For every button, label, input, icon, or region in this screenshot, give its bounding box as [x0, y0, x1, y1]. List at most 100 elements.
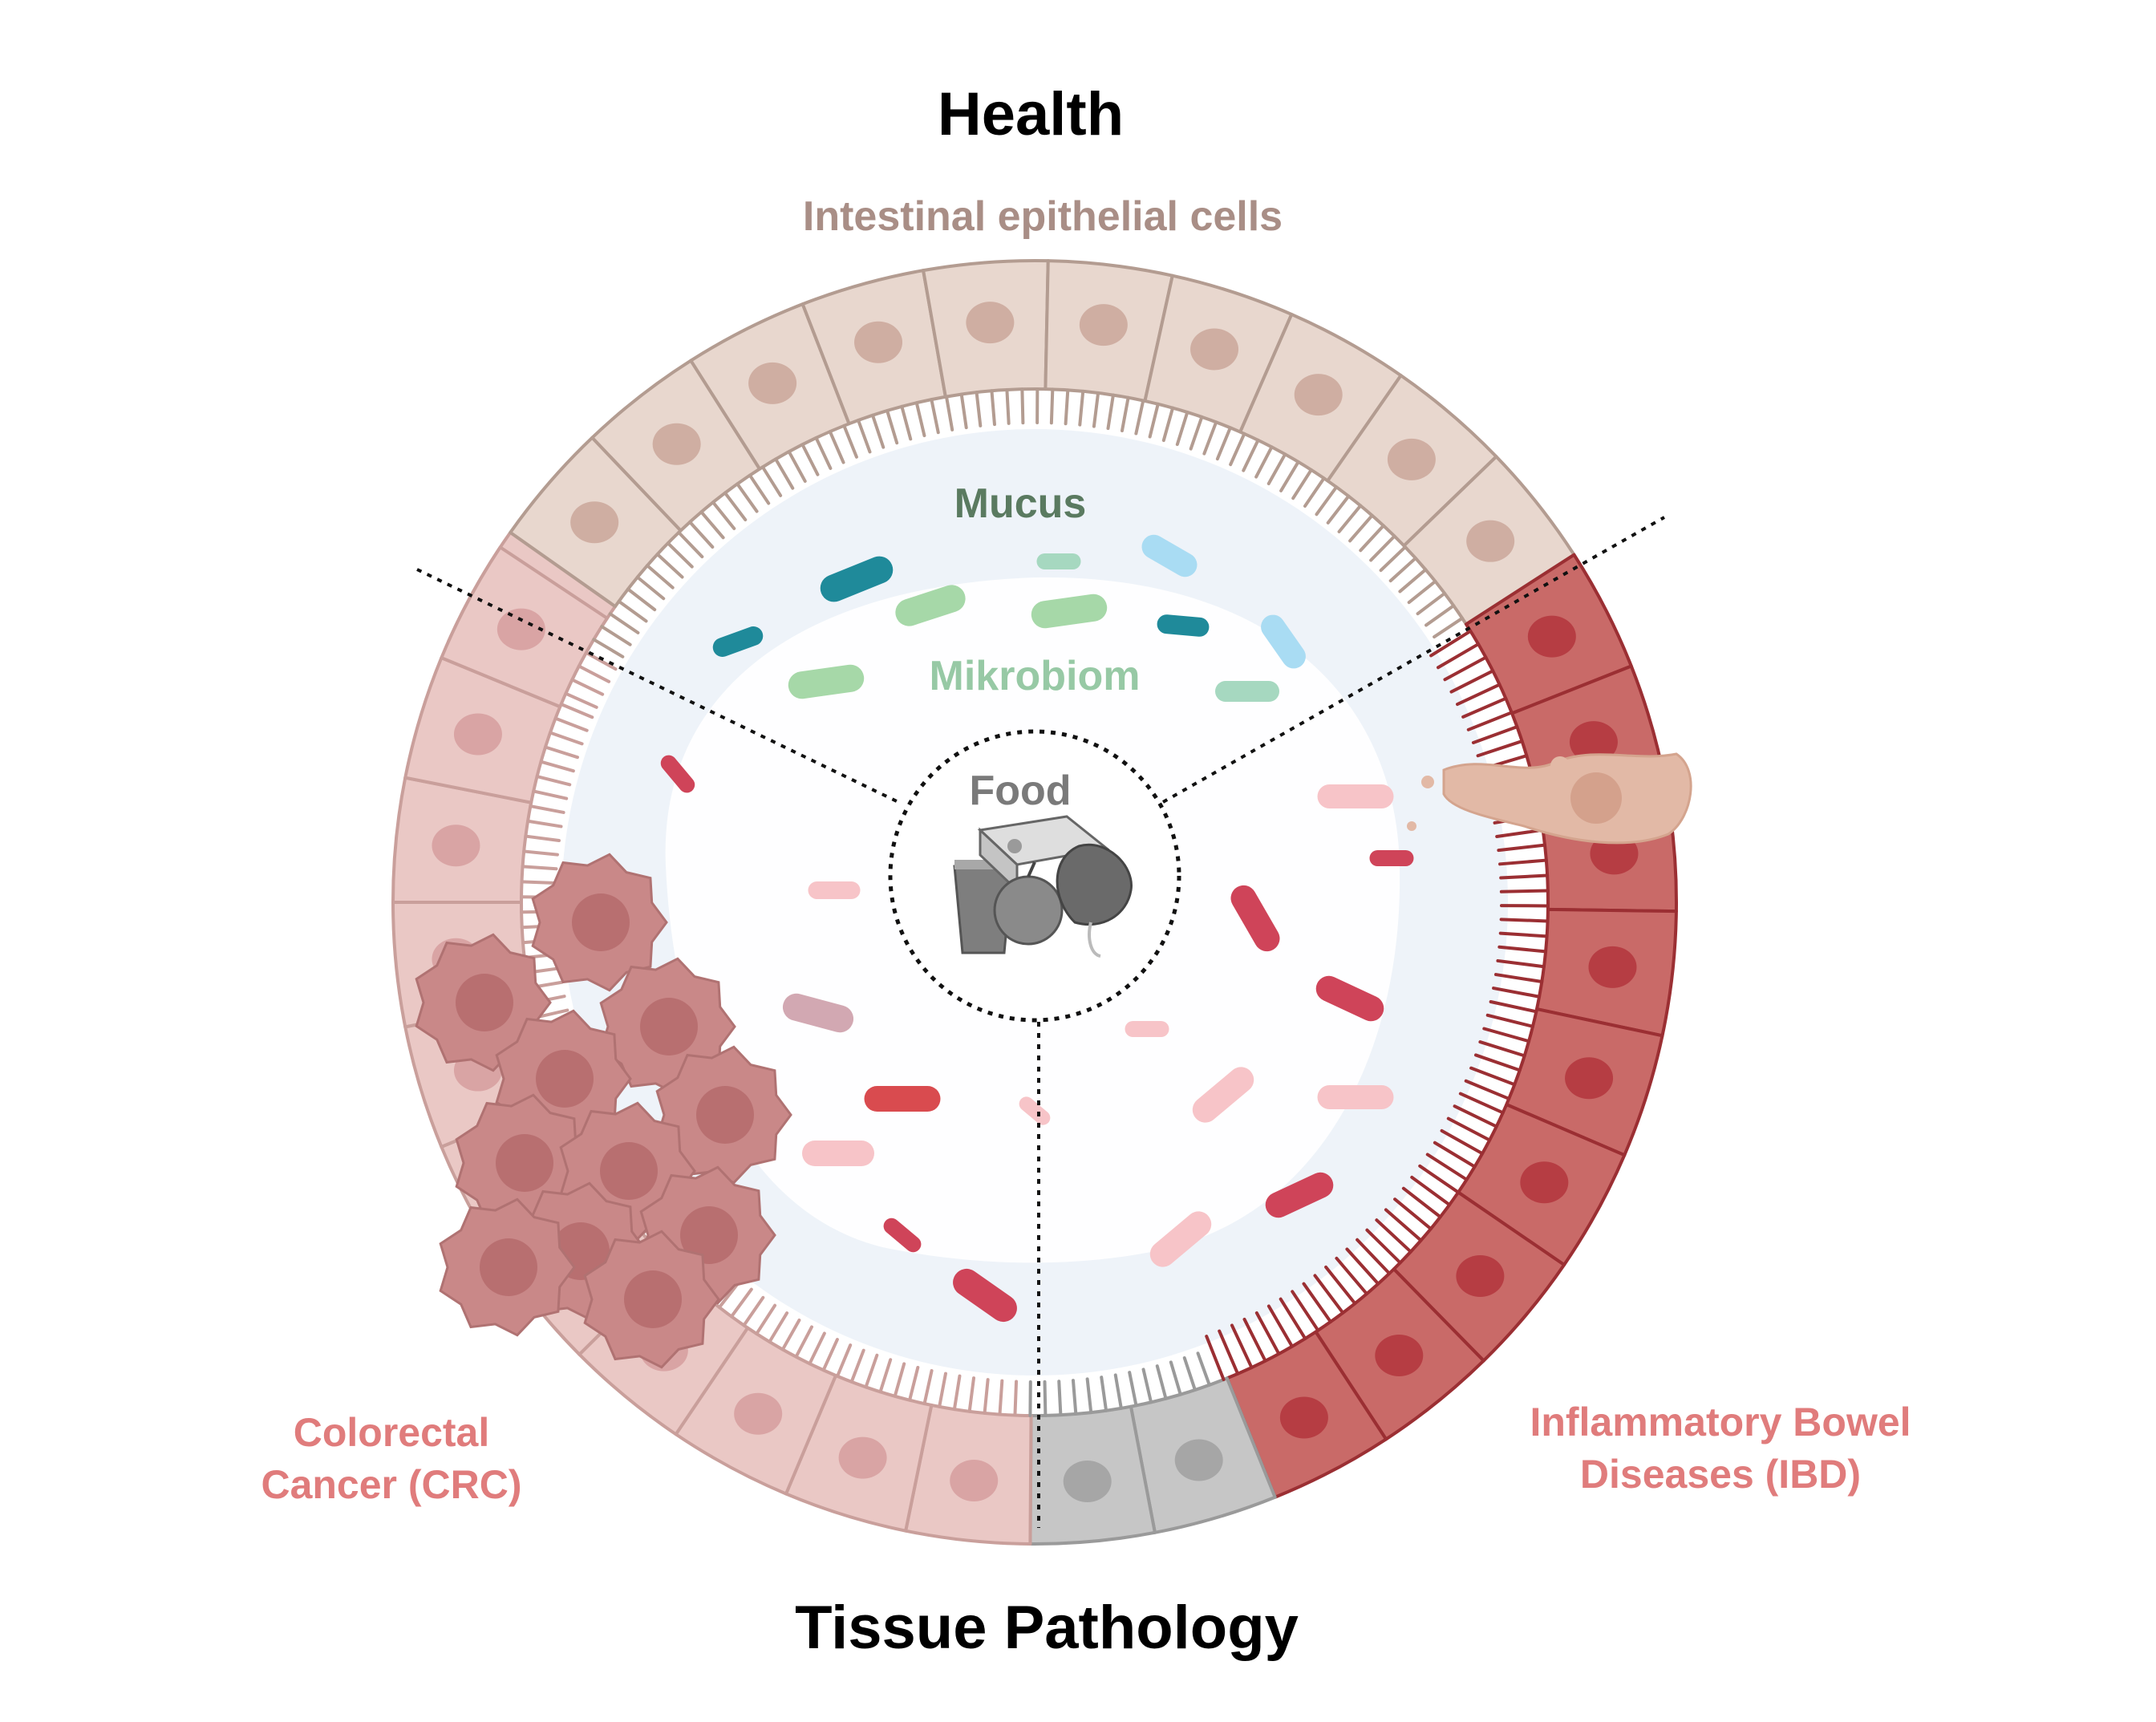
bacterium-blue	[1141, 534, 1198, 577]
villus	[1078, 389, 1085, 427]
food-circle	[888, 729, 1181, 1023]
villus	[1215, 426, 1232, 461]
villus	[592, 638, 625, 658]
villus	[780, 1318, 801, 1351]
villus	[1398, 568, 1428, 594]
villus	[635, 575, 666, 601]
cell-nucleus	[1456, 1255, 1505, 1298]
villus	[983, 1378, 990, 1415]
cell-nucleus	[838, 1436, 887, 1479]
villus	[998, 1379, 1004, 1416]
label-ibd-line1: Inflammatory Bowel	[1530, 1400, 1911, 1444]
villus	[699, 510, 725, 540]
villus	[870, 413, 886, 449]
bacterium-red	[953, 1268, 1017, 1323]
villus	[688, 520, 715, 549]
villus	[1476, 739, 1524, 758]
villus	[1456, 683, 1502, 707]
cell-nucleus	[1063, 1461, 1112, 1503]
bacterium-pink	[802, 1141, 874, 1166]
villus	[1218, 1329, 1240, 1376]
villus	[768, 1311, 789, 1344]
villus	[821, 1338, 839, 1372]
villus	[1425, 1153, 1469, 1181]
villus	[1410, 1175, 1452, 1207]
cell-nucleus	[1466, 520, 1515, 562]
bacterium-pink	[1317, 1085, 1394, 1109]
cell-nucleus	[1520, 1161, 1569, 1204]
villus	[1356, 1238, 1392, 1275]
bacterium-flagellated	[1157, 614, 1210, 637]
villus	[742, 1295, 765, 1327]
cell-nucleus	[1387, 438, 1436, 480]
villus	[1202, 420, 1218, 456]
villus	[529, 804, 565, 814]
bacterium-red	[883, 1218, 922, 1253]
villus	[1196, 1351, 1211, 1387]
ulcer-blob	[1645, 763, 1668, 785]
villus	[524, 834, 561, 842]
label-crc-line2: Cancer (CRC)	[261, 1462, 521, 1507]
villus	[1379, 545, 1407, 573]
bacterium-red	[660, 755, 695, 793]
villus	[900, 404, 913, 441]
villus	[1182, 1356, 1197, 1392]
bacterium-green	[788, 664, 865, 699]
tumor-nucleus	[572, 893, 630, 951]
villus	[1471, 725, 1519, 744]
villus	[1469, 1066, 1517, 1087]
villus	[1242, 1317, 1267, 1363]
villus	[1495, 828, 1545, 838]
cell-nucleus	[432, 825, 480, 867]
villus	[930, 398, 940, 435]
tumor-nucleus	[696, 1086, 754, 1144]
villus	[1161, 406, 1175, 443]
villus	[1499, 873, 1550, 880]
ibd-ulcer	[1407, 752, 1692, 845]
cell-nucleus	[1565, 1057, 1614, 1100]
villus	[748, 473, 771, 505]
villus	[1429, 629, 1473, 658]
villus	[800, 443, 820, 476]
bacterium-small	[1036, 553, 1081, 569]
villus	[677, 530, 704, 559]
villus	[1461, 696, 1508, 719]
food-spinach-icon	[1056, 843, 1133, 958]
villus	[1313, 1274, 1345, 1315]
villus	[1388, 556, 1417, 583]
villus	[878, 1358, 893, 1394]
villus	[1496, 958, 1546, 969]
villus	[1242, 438, 1260, 472]
bacterium-red	[1315, 975, 1384, 1022]
cell-nucleus	[854, 321, 903, 363]
villus	[836, 1343, 853, 1378]
villus	[1418, 1164, 1461, 1194]
villus	[1433, 616, 1465, 639]
cell-nucleus	[1527, 615, 1576, 658]
villus	[1492, 987, 1542, 999]
villus	[600, 625, 632, 646]
villus	[1315, 485, 1339, 517]
villus	[1497, 945, 1548, 954]
villus	[1303, 476, 1326, 508]
bacterium-pink	[1192, 1067, 1254, 1123]
villus	[967, 1376, 976, 1413]
villus	[1482, 1027, 1531, 1043]
villus	[564, 691, 598, 709]
villus	[1113, 1373, 1123, 1410]
food-apple-icon	[993, 861, 1064, 946]
villus	[1071, 1379, 1078, 1416]
villus	[1498, 931, 1549, 938]
label-crc-line1: Colorectal	[294, 1410, 490, 1455]
villus	[626, 587, 657, 612]
villus	[1326, 494, 1351, 525]
cell-nucleus	[1375, 1335, 1424, 1377]
villus	[1291, 1290, 1320, 1332]
villus	[1446, 1116, 1492, 1142]
tumor-nucleus	[624, 1270, 682, 1328]
villus	[1013, 1380, 1019, 1417]
villus	[1458, 1092, 1505, 1115]
title-health: Health	[938, 80, 1124, 148]
villus	[1375, 1218, 1412, 1254]
villus	[828, 430, 845, 464]
